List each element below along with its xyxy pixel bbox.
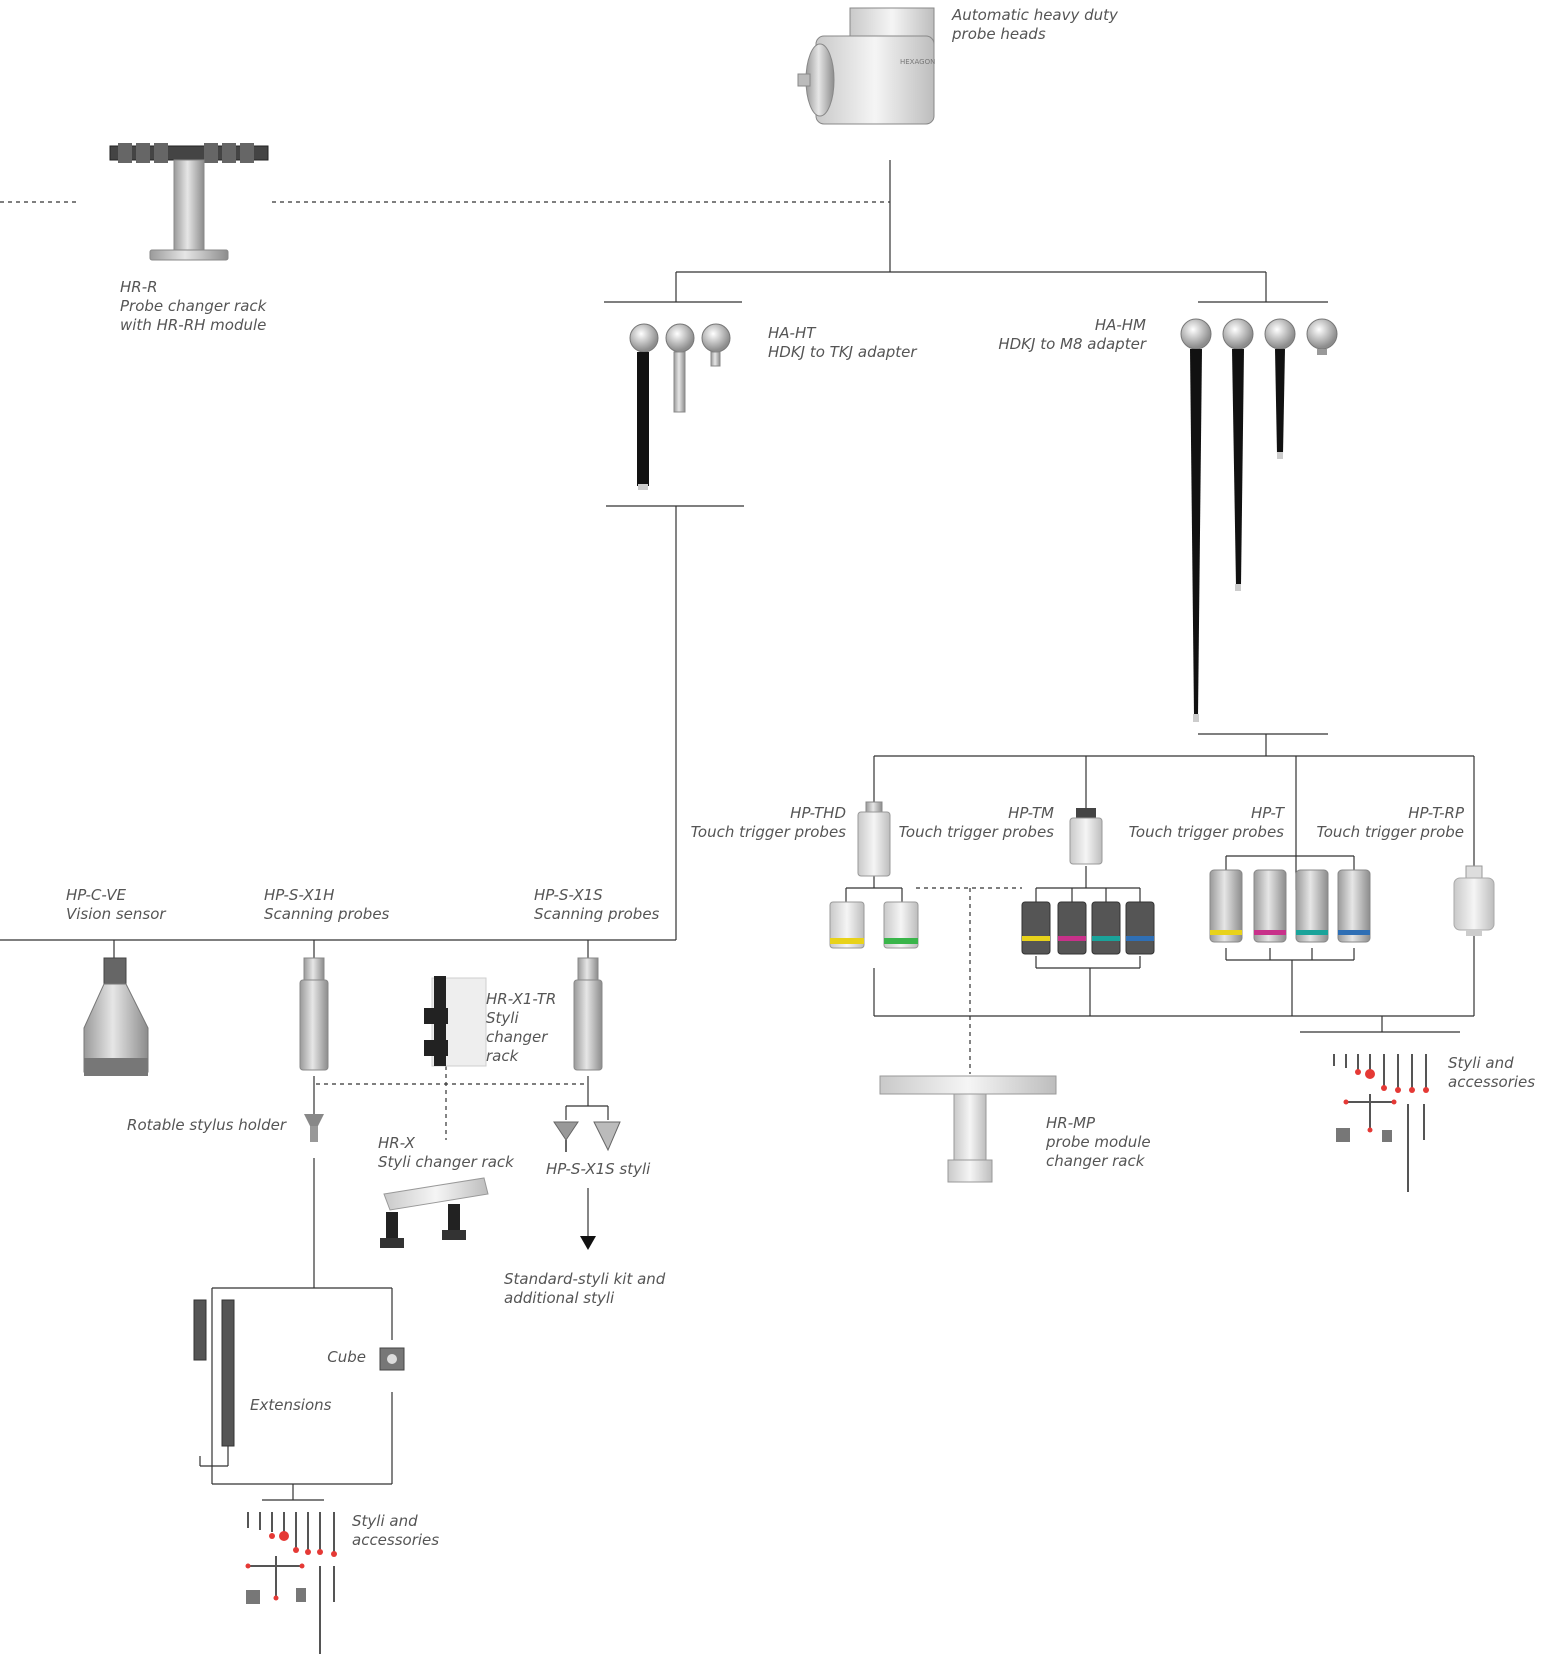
- hp-t-label: HP-T Touch trigger probes: [1118, 804, 1284, 842]
- styli-accessories-right-image: [1334, 1054, 1429, 1192]
- x1s-styli-label: HP-S-X1S styli: [546, 1160, 650, 1179]
- hp-s-x1s-styli-image: [554, 1122, 620, 1152]
- styli-acc-right-label: Styli and accessories: [1448, 1054, 1535, 1092]
- hp-c-ve-label: HP-C-VE Vision sensor: [66, 886, 166, 924]
- hp-thd-modules-image: [830, 902, 918, 948]
- extensions-label: Extensions: [250, 1396, 331, 1415]
- hr-x1-tr-label: HR-X1-TR Styli changer rack: [486, 990, 556, 1066]
- hp-tm-modules-image: [1022, 902, 1154, 954]
- hp-c-ve-sensor-image: [84, 958, 148, 1076]
- ha-ht-adapters-image: [630, 324, 730, 490]
- hp-s-x1h-probe-image: [300, 958, 328, 1070]
- rotable-holder-label: Rotable stylus holder: [100, 1116, 286, 1135]
- extensions-image: [194, 1300, 234, 1446]
- standard-kit-label: Standard-styli kit and additional styli: [504, 1270, 665, 1308]
- hr-r-label: HR-R Probe changer rack with HR-RH modul…: [120, 278, 266, 335]
- hr-x1-tr-rack-image: [424, 976, 486, 1066]
- cube-image: [380, 1348, 404, 1370]
- hp-s-x1s-label: HP-S-X1S Scanning probes: [534, 886, 659, 924]
- hp-thd-label: HP-THD Touch trigger probes: [680, 804, 846, 842]
- hr-r-rack-image: [110, 143, 268, 260]
- cube-label: Cube: [300, 1348, 366, 1367]
- brand-mark: HEXAGON: [900, 58, 935, 66]
- hr-mp-rack-image: [880, 1076, 1056, 1182]
- rotable-stylus-holder-image: [304, 1114, 324, 1142]
- ha-ht-label: HA-HT HDKJ to TKJ adapter: [768, 324, 917, 362]
- heavy-duty-heads-label: Automatic heavy duty probe heads: [952, 6, 1118, 44]
- heavy-duty-probe-head-image: HEXAGON: [798, 8, 935, 124]
- hp-t-rp-label: HP-T-RP Touch trigger probe: [1292, 804, 1464, 842]
- hr-mp-label: HR-MP probe module changer rack: [1046, 1114, 1151, 1171]
- hp-s-x1h-label: HP-S-X1H Scanning probes: [264, 886, 389, 924]
- hp-t-probes-image: [1210, 870, 1370, 942]
- hp-s-x1s-probe-image: [574, 958, 602, 1070]
- hp-t-rp-probe-image: [1454, 866, 1494, 936]
- hp-tm-label: HP-TM Touch trigger probes: [888, 804, 1054, 842]
- ha-hm-adapters-image: [1181, 319, 1337, 722]
- ha-hm-label: HA-HM HDKJ to M8 adapter: [940, 316, 1146, 354]
- hp-thd-probe-image: [858, 802, 890, 876]
- hr-x-label: HR-X Styli changer rack: [378, 1134, 514, 1172]
- hp-tm-probe-image: [1070, 808, 1102, 864]
- hr-x-rack-image: [380, 1178, 488, 1248]
- styli-accessories-bottom-image: [246, 1512, 338, 1654]
- styli-acc-bottom-label: Styli and accessories: [352, 1512, 439, 1550]
